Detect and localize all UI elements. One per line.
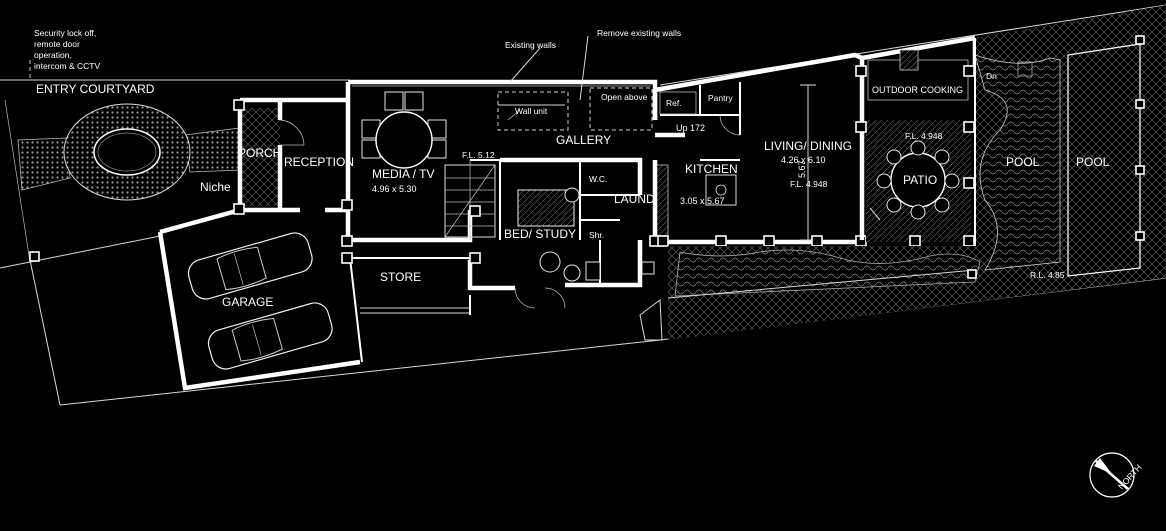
label-bed-study: BED/ STUDY — [504, 227, 576, 241]
label-fl-media: F.L. 5.12 — [462, 150, 495, 160]
label-reception: RECEPTION — [284, 155, 354, 169]
north-arrow — [1089, 452, 1135, 498]
stair — [444, 164, 496, 238]
label-living-dims: 4.26 x 6.10 — [781, 155, 826, 165]
label-kitchen-dims: 3.05 x 5.67 — [680, 196, 725, 206]
label-media-dims: 4.96 x 5.30 — [372, 184, 417, 194]
label-outdoor-cooking: OUTDOOR COOKING — [872, 85, 963, 95]
kitchen-living — [652, 52, 867, 247]
security-note-2: remote door — [34, 39, 80, 49]
courtyard-pond — [93, 128, 161, 176]
label-laund: LAUND. — [614, 192, 658, 206]
label-store: STORE — [380, 270, 421, 284]
label-pantry: Pantry — [708, 93, 733, 103]
label-wall-unit: Wall unit — [515, 106, 548, 116]
security-note-1: Security lock off, — [34, 28, 96, 38]
label-dim-vertical: 5.67 — [797, 160, 807, 178]
label-shr: Shr. — [589, 230, 604, 240]
car-lower — [207, 302, 333, 370]
label-dn: Dn — [986, 71, 997, 81]
label-fl-patio: F.L. 4.948 — [905, 131, 943, 141]
garage — [157, 207, 363, 391]
label-open-above: Open above — [601, 92, 648, 102]
label-wc: W.C. — [589, 174, 607, 184]
room-labels: Security lock off, remote door operation… — [34, 28, 1144, 491]
patio-table — [876, 140, 960, 220]
existing-walls-note: Existing walls — [505, 40, 556, 50]
label-entry-courtyard: ENTRY COURTYARD — [36, 82, 155, 96]
main-house — [341, 79, 669, 341]
security-note-3: operation, — [34, 50, 72, 60]
label-pool-1: POOL — [1006, 155, 1040, 169]
car-upper — [187, 232, 313, 300]
label-pool-2: POOL — [1076, 155, 1110, 169]
label-living-dining: LIVING/ DINING — [764, 139, 852, 153]
label-kitchen: KITCHEN — [685, 162, 738, 176]
security-note-4: intercom & CCTV — [34, 61, 100, 71]
remove-walls-note: Remove existing walls — [597, 28, 681, 38]
label-media-tv: MEDIA / TV — [372, 167, 434, 181]
label-niche: Niche — [200, 180, 231, 194]
label-porch: PORCH — [238, 146, 281, 160]
label-gallery: GALLERY — [556, 133, 611, 147]
label-patio: PATIO — [903, 173, 937, 187]
label-up: Up 172 — [676, 123, 705, 133]
label-garage: GARAGE — [222, 295, 273, 309]
outdoor-patio — [855, 35, 978, 247]
entry-courtyard — [17, 103, 241, 262]
pool-area — [667, 5, 1166, 340]
annotation-leaders — [29, 35, 589, 121]
label-fl-living: F.L. 4.948 — [790, 179, 828, 189]
label-rl-pool: R.L. 4.85 — [1030, 270, 1065, 280]
label-ref: Ref. — [666, 98, 682, 108]
porch-reception — [233, 97, 348, 215]
media-dining-set — [361, 91, 447, 169]
